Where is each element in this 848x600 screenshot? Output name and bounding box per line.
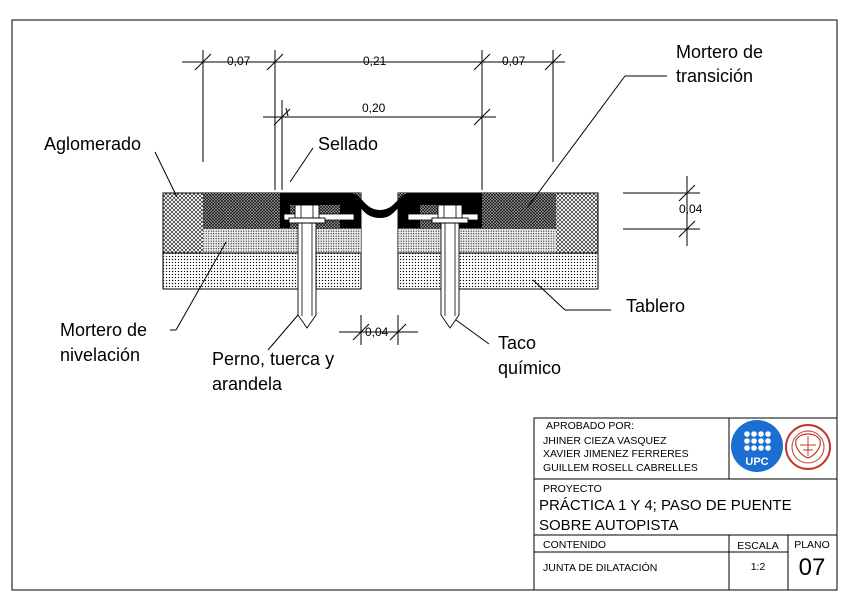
right-leveling-mortar (398, 229, 556, 253)
approver-3: GUILLEM ROSELL CABRELLES (543, 462, 698, 474)
label-anchor-line1: Taco (498, 333, 536, 353)
label-leveling-mortar-line2: nivelación (60, 345, 140, 365)
content-header: CONTENIDO (543, 539, 606, 551)
label-bolt-line1: Perno, tuerca y (212, 349, 334, 369)
project-title-line2: SOBRE AUTOPISTA (539, 517, 678, 534)
right-anchor-bolt (431, 204, 469, 329)
approved-header: APROBADO POR: (546, 420, 634, 432)
label-transition-mortar-line2: transición (676, 66, 753, 86)
dim-thickness: 0,04 (679, 202, 703, 216)
dim-gap: 0,04 (365, 325, 389, 339)
content-value: JUNTA DE DILATACIÓN (543, 561, 657, 574)
label-anchor-line2: químico (498, 358, 561, 378)
label-aglomerado: Aglomerado (44, 134, 141, 154)
approver-2: XAVIER JIMENEZ FERRERES (543, 448, 689, 460)
joint-seal (280, 193, 482, 228)
left-leveling-mortar (203, 229, 361, 253)
left-anchor-bolt (288, 204, 326, 329)
dimension-lines (182, 50, 700, 345)
label-transition-mortar-line1: Mortero de (676, 42, 763, 62)
dim-right: 0,07 (502, 54, 526, 68)
university-seal-icon (785, 424, 831, 470)
joint-drawing (162, 192, 599, 329)
project-title-line1: PRÁCTICA 1 Y 4; PASO DE PUENTE (539, 497, 792, 514)
project-header: PROYECTO (543, 483, 602, 495)
upc-logo-icon: UPC (731, 420, 783, 472)
approver-1: JHINER CIEZA VASQUEZ (543, 435, 667, 447)
upc-logo-text: UPC (745, 456, 768, 468)
dim-inner: 0,20 (362, 101, 386, 115)
left-deck (162, 252, 362, 290)
dim-left: 0,07 (227, 54, 251, 68)
right-deck (397, 252, 599, 290)
scale-value: 1:2 (751, 561, 766, 573)
scale-header: ESCALA (737, 540, 778, 552)
sheet-border (11, 19, 838, 591)
label-tablero: Tablero (626, 296, 685, 316)
label-bolt-line2: arandela (212, 374, 283, 394)
dim-middle: 0,21 (363, 54, 387, 68)
sheet-header: PLANO (794, 539, 830, 551)
sheet-number: 07 (799, 554, 826, 581)
leader-lines (154, 75, 667, 351)
label-leveling-mortar-line1: Mortero de (60, 320, 147, 340)
label-sellado: Sellado (318, 134, 378, 154)
